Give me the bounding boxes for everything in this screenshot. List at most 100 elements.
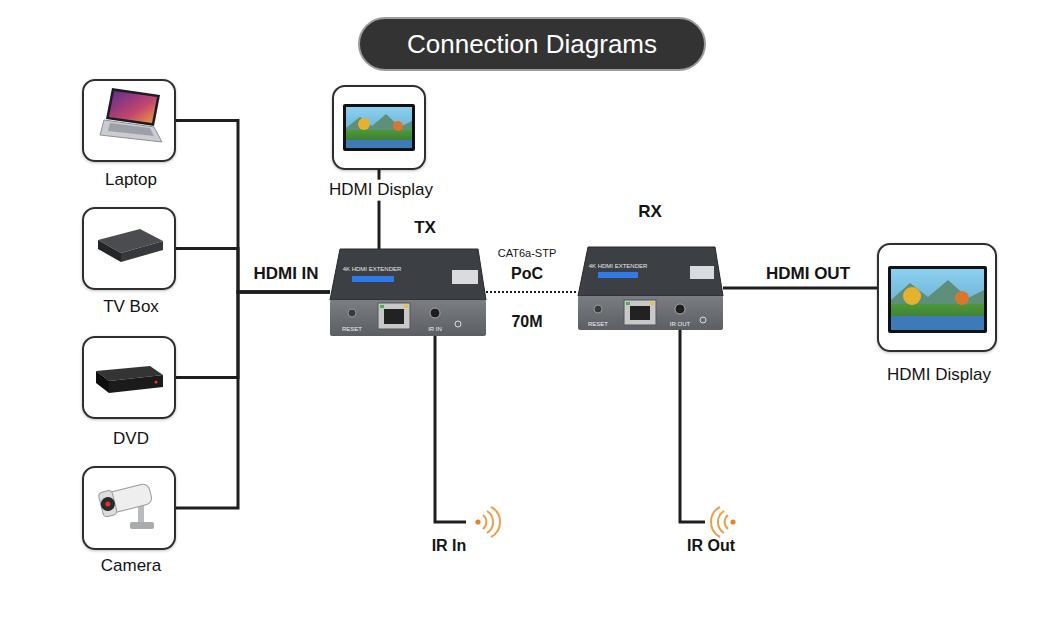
device-sticker [690,266,714,279]
dvd-front [109,375,163,393]
hdmi-cable [176,249,330,293]
display-hills [891,280,984,304]
network-cable [486,291,578,293]
port-led [380,305,384,308]
hdmi-cable [176,121,330,293]
reset-button [348,309,356,317]
display-tree [955,291,969,305]
node-label: Laptop [105,171,157,190]
annotation-label: 70M [511,313,542,331]
port-led [626,302,630,305]
camera-icon [98,481,154,529]
port-led [404,305,408,308]
laptop-keyboard [108,123,154,136]
device-marking: IR OUT [670,321,690,328]
ir-jack [675,304,685,314]
node-label: TX [414,219,436,238]
annotation-label: CAT6a-STP [498,247,556,259]
source-box: Laptop [82,79,176,162]
source-box: Camera [82,466,176,550]
camera-lens [99,496,116,513]
display-tree [393,121,403,131]
laptop-base [100,120,162,142]
display-box: HDMI Display [877,243,997,352]
ir-wave [483,515,486,529]
display-icon [888,266,987,333]
device-blue-strip [598,272,638,278]
node-label: HDMI Display [887,366,991,385]
device-marking: IR IN [428,326,442,333]
dvd-icon [96,366,163,393]
ir-wave [491,507,500,537]
device-marking: 4K HDMI EXTENDER [589,263,648,270]
node-label: Camera [101,557,161,576]
rx-device [578,247,723,330]
ir-dot [475,519,480,524]
device-blue-strip [352,276,394,282]
tx-device [330,249,486,336]
display-box: HDMI Display [332,85,426,170]
display-picture [346,107,412,148]
ir-wire [680,330,705,522]
ir-symbol [711,507,736,537]
rj45-port [624,300,656,325]
hdmi-cable [176,292,330,508]
ir-wave [711,507,720,537]
tv-box-icon [98,229,163,262]
node-label: TV Box [103,298,159,317]
reset-button [594,305,602,313]
hdmi-cable [723,287,877,290]
device-front [578,296,723,330]
device-marking: 4K HDMI EXTENDER [343,266,402,273]
camera-body [98,481,154,518]
display-hills [346,114,412,130]
dvd-led [155,381,158,384]
rj45-socket [630,306,650,320]
camera-mount [130,522,154,529]
camera-hood [98,490,118,518]
dvd-side [96,371,109,393]
laptop-screen [109,91,157,123]
ir-wire [435,336,466,522]
display-lake [346,140,412,148]
source-box: DVD [82,336,176,419]
node-label: RX [638,203,662,222]
display-icon [343,104,415,151]
annotation-label: IR In [432,537,467,555]
diagram-title: Connection Diagrams [407,30,657,59]
device-sticker [452,270,478,284]
port-led [650,302,654,305]
device-marking: RESET [588,321,608,328]
rj45-port [378,303,410,329]
power-led [700,317,706,323]
tv-box-side [98,240,121,262]
node-label: DVD [113,430,149,449]
display-tree [903,287,921,305]
annotation-label: IR Out [687,537,735,555]
laptop-bezel [106,88,160,126]
device-front [330,300,486,336]
device-marking: RESET [342,326,362,333]
title-pill: Connection Diagrams [358,17,706,71]
ir-jack [430,308,440,318]
rj45-socket [384,309,404,324]
edge-label: HDMI IN [253,265,318,284]
transmitter-unit: TX4K HDMI EXTENDERRESETIR IN [330,248,486,336]
display-picture [891,269,984,330]
receiver-unit: RX4K HDMI EXTENDERRESETIR OUT [578,246,723,330]
camera-lens-dot [105,501,111,507]
hdmi-cable [176,292,330,378]
display-lake [891,316,984,330]
device-top [330,249,486,300]
display-tree [358,118,370,130]
ir-wave [725,515,728,529]
node-label: HDMI Display [326,180,436,201]
edge-label: PoC [511,265,543,283]
device-top [578,247,723,296]
ir-wave [718,511,724,533]
power-led [455,321,461,327]
display-frame [888,266,987,333]
edge-label: HDMI OUT [766,265,850,284]
display-frame [343,104,415,151]
